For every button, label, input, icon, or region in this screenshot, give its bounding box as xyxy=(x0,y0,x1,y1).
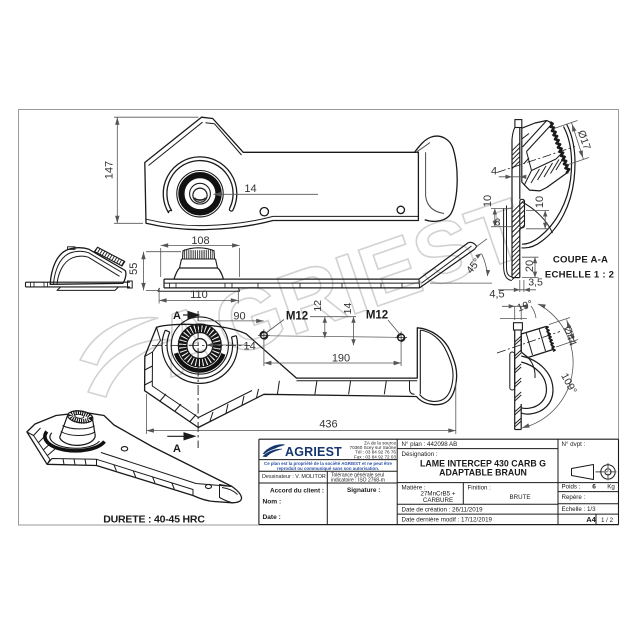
svg-text:14: 14 xyxy=(342,303,354,315)
svg-text:147: 147 xyxy=(103,161,115,179)
svg-text:DURETE : 40-45 HRC: DURETE : 40-45 HRC xyxy=(103,514,205,526)
svg-text:Tolérance générale seul: Tolérance générale seul xyxy=(331,472,384,478)
svg-text:LAME INTERCEP 430 CARB G: LAME INTERCEP 430 CARB G xyxy=(420,459,546,469)
svg-text:3,5: 3,5 xyxy=(528,277,543,289)
svg-text:70360 Scey sur Saône: 70360 Scey sur Saône xyxy=(350,445,397,450)
svg-text:Matière :: Matière : xyxy=(402,485,426,492)
svg-text:ECHELLE 1 : 2: ECHELLE 1 : 2 xyxy=(545,270,614,281)
svg-text:8: 8 xyxy=(495,217,501,229)
svg-text:436: 436 xyxy=(319,419,337,431)
svg-text:Tél : 03 84 92 76 76: Tél : 03 84 92 76 76 xyxy=(355,450,396,455)
svg-text:BRUTE: BRUTE xyxy=(510,494,531,501)
svg-text:110: 110 xyxy=(190,289,208,301)
svg-text:N° plan : 442098 AB: N° plan : 442098 AB xyxy=(402,441,458,448)
svg-text:90: 90 xyxy=(233,310,245,322)
svg-text:Finition :: Finition : xyxy=(468,485,492,492)
svg-text:Dessinateur : V. MOLITOR: Dessinateur : V. MOLITOR xyxy=(262,474,326,480)
svg-text:1 / 2: 1 / 2 xyxy=(601,517,614,524)
svg-text:27MnCrB5 +: 27MnCrB5 + xyxy=(421,491,456,498)
svg-text:Date de création : 26/11/2019: Date de création : 26/11/2019 xyxy=(402,506,484,513)
svg-text:4,5: 4,5 xyxy=(489,289,504,301)
svg-text:Date :: Date : xyxy=(263,514,281,521)
svg-text:indicatoire : ISO 2768-m: indicatoire : ISO 2768-m xyxy=(331,478,385,484)
svg-text:reproduit ou communiqué sans s: reproduit ou communiqué sans son autoris… xyxy=(277,466,379,471)
svg-text:Ce plan est la propriété de la: Ce plan est la propriété de la société A… xyxy=(264,461,392,466)
svg-text:10: 10 xyxy=(482,195,494,207)
svg-text:Signature :: Signature : xyxy=(347,487,380,494)
svg-text:10: 10 xyxy=(534,196,546,208)
svg-text:12: 12 xyxy=(312,300,324,312)
svg-text:55: 55 xyxy=(128,263,140,275)
svg-text:CARBURE: CARBURE xyxy=(423,497,453,504)
svg-text:A4: A4 xyxy=(586,515,596,524)
svg-text:N° dvpt :: N° dvpt : xyxy=(562,441,586,448)
svg-text:19°: 19° xyxy=(516,298,535,315)
svg-text:14: 14 xyxy=(244,183,256,195)
svg-text:Désignation :: Désignation : xyxy=(402,451,438,458)
svg-text:ADAPTABLE BRAUN: ADAPTABLE BRAUN xyxy=(439,468,527,478)
svg-text:108: 108 xyxy=(191,235,209,247)
svg-text:14: 14 xyxy=(244,341,256,353)
svg-text:Poids :: Poids : xyxy=(562,484,581,491)
svg-text:Date dernière modif : 17/12/2: Date dernière modif : 17/12/2019 xyxy=(402,517,493,524)
svg-text:COUPE A-A: COUPE A-A xyxy=(553,255,608,266)
svg-text:Echelle : 1/3: Echelle : 1/3 xyxy=(562,506,597,513)
svg-text:6: 6 xyxy=(592,484,596,491)
svg-text:AGRIEST: AGRIEST xyxy=(285,445,342,459)
svg-text:Repère :: Repère : xyxy=(562,494,586,501)
svg-text:Fax : 03 84 92 72 03: Fax : 03 84 92 72 03 xyxy=(354,454,397,459)
svg-text:A: A xyxy=(173,443,181,455)
svg-text:M12: M12 xyxy=(366,310,388,322)
svg-text:4: 4 xyxy=(491,166,497,178)
svg-text:Accord du client :: Accord du client : xyxy=(270,488,324,495)
svg-text:190: 190 xyxy=(332,352,350,364)
svg-text:Nom :: Nom : xyxy=(263,499,282,506)
svg-text:Kg: Kg xyxy=(607,484,615,491)
svg-text:M12: M12 xyxy=(286,311,308,323)
svg-text:ZA de la source: ZA de la source xyxy=(364,440,396,445)
svg-text:A: A xyxy=(173,310,181,322)
